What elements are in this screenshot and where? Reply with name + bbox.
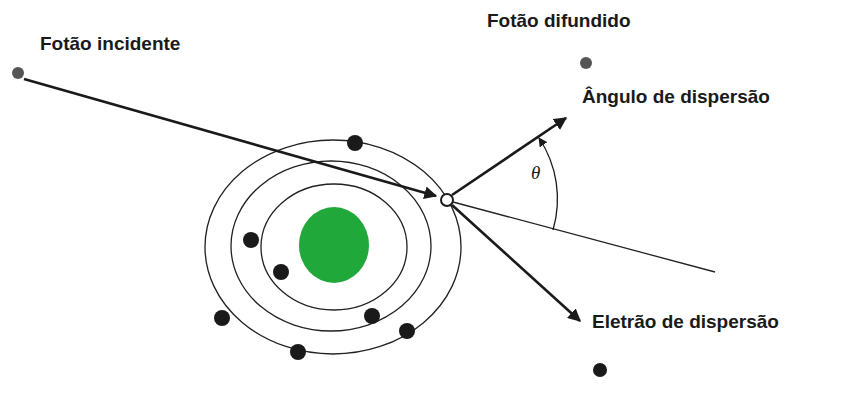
electron	[243, 232, 259, 248]
electron	[273, 264, 289, 280]
electron	[290, 344, 306, 360]
electron	[347, 135, 363, 151]
electron	[399, 323, 415, 339]
inner-orbit	[261, 184, 407, 310]
angle-arc	[539, 138, 557, 230]
target-electron	[441, 194, 453, 206]
scattered-electron-arrow	[452, 205, 580, 321]
scattered-photon-label: Fotão difundido	[487, 10, 631, 32]
incident-arrow	[24, 79, 436, 196]
nucleus	[299, 207, 369, 283]
angle-label: Ângulo de dispersão	[582, 86, 770, 108]
angle-symbol: θ	[531, 162, 540, 184]
scattered-electron-label: Eletrão de dispersão	[592, 311, 779, 333]
electrons	[214, 135, 415, 360]
scattered-electron-dot	[593, 363, 607, 377]
scattered-photon-dot	[580, 57, 592, 69]
electron	[364, 308, 380, 324]
outer-orbit	[205, 140, 461, 354]
incident-photon-label: Fotão incidente	[40, 33, 180, 55]
reference-line	[453, 202, 715, 272]
incident-photon-dot	[12, 67, 24, 79]
electron	[214, 310, 230, 326]
